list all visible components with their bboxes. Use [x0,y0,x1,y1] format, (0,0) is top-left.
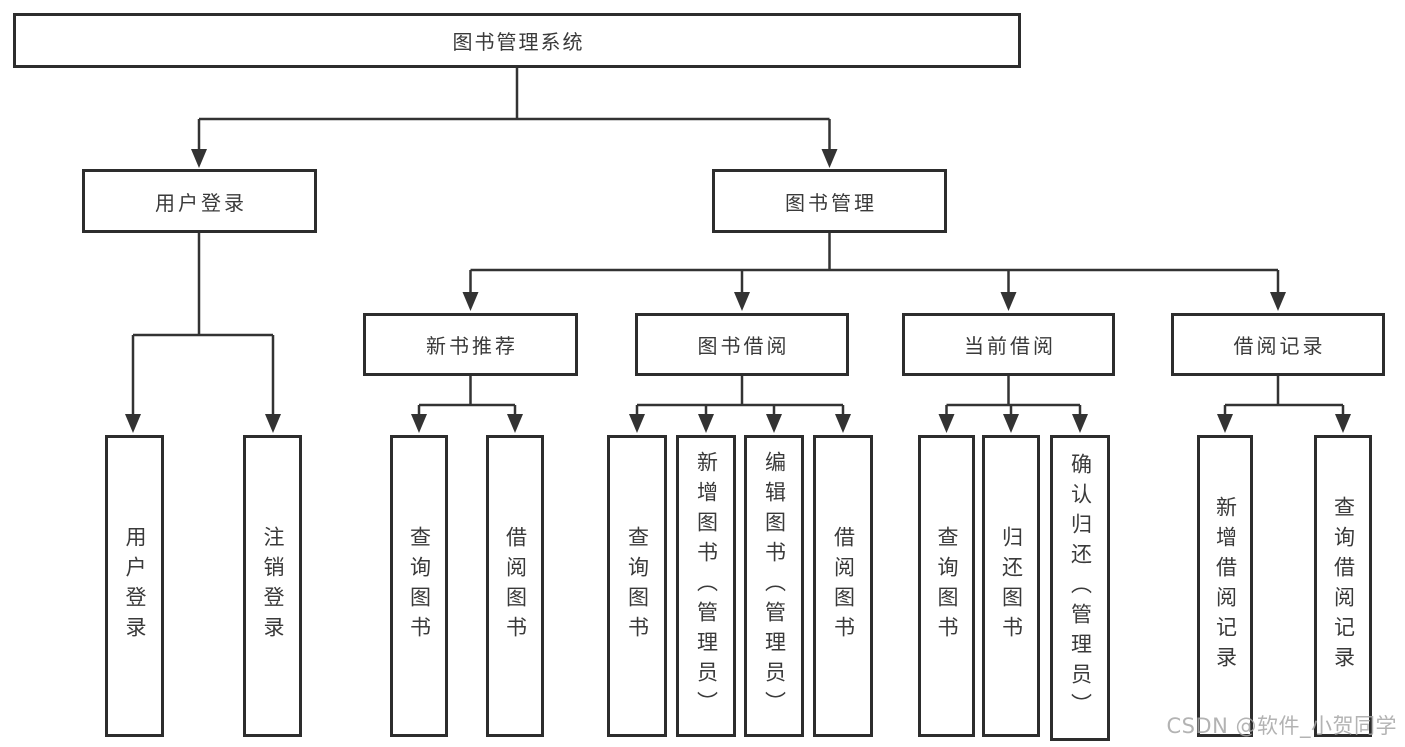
leaf-label: 编辑图书（管理员） [762,451,787,721]
node-label: 图书借阅 [697,334,790,358]
node-label: 新书推荐 [426,334,518,358]
leaf-label: 归还图书 [999,526,1024,646]
node-label: 图书管理 [785,190,877,215]
node-book-management: 图书管理 [712,169,947,233]
leaf-return-books: 归还图书 [982,435,1040,737]
node-book-borrowing: 图书借阅 [635,313,849,376]
leaf-label: 借阅图书 [503,526,528,646]
node-label: 用户登录 [155,190,247,215]
leaf-query-books-borrowing: 查询图书 [607,435,667,737]
leaf-confirm-return-admin: 确认归还（管理员） [1050,435,1110,741]
node-label: 图书管理系统 [452,30,585,54]
node-current-borrowing: 当前借阅 [902,313,1115,376]
leaf-edit-book-admin: 编辑图书（管理员） [744,435,804,737]
leaf-borrow-books-borrowing: 借阅图书 [813,435,873,737]
node-user-login: 用户登录 [82,169,317,233]
leaf-label: 查询图书 [935,526,959,646]
leaf-label: 查询借阅记录 [1331,496,1356,676]
node-library-management-system: 图书管理系统 [13,13,1021,68]
node-borrow-records: 借阅记录 [1171,313,1385,376]
leaf-query-borrow-record: 查询借阅记录 [1314,435,1372,737]
node-label: 当前借阅 [964,334,1056,358]
leaf-label: 确认归还（管理员） [1068,453,1093,723]
leaf-query-books-recommend: 查询图书 [390,435,448,737]
leaf-user-login: 用户登录 [105,435,164,737]
leaf-label: 新增图书（管理员） [694,451,719,721]
leaf-query-books-current: 查询图书 [918,435,975,737]
leaf-logout: 注销登录 [243,435,302,737]
leaf-label: 用户登录 [123,526,147,646]
leaf-add-book-admin: 新增图书（管理员） [676,435,736,737]
node-label: 借阅记录 [1233,334,1326,358]
leaf-label: 借阅图书 [831,526,856,646]
leaf-borrow-books-recommend: 借阅图书 [486,435,544,737]
leaf-label: 查询图书 [407,526,432,646]
leaf-label: 查询图书 [625,526,650,646]
leaf-label: 注销登录 [261,526,285,646]
watermark: CSDN @软件_小贺同学 [1166,714,1397,738]
leaf-add-borrow-record: 新增借阅记录 [1197,435,1253,737]
leaf-label: 新增借阅记录 [1213,496,1238,676]
node-new-book-recommend: 新书推荐 [363,313,578,376]
